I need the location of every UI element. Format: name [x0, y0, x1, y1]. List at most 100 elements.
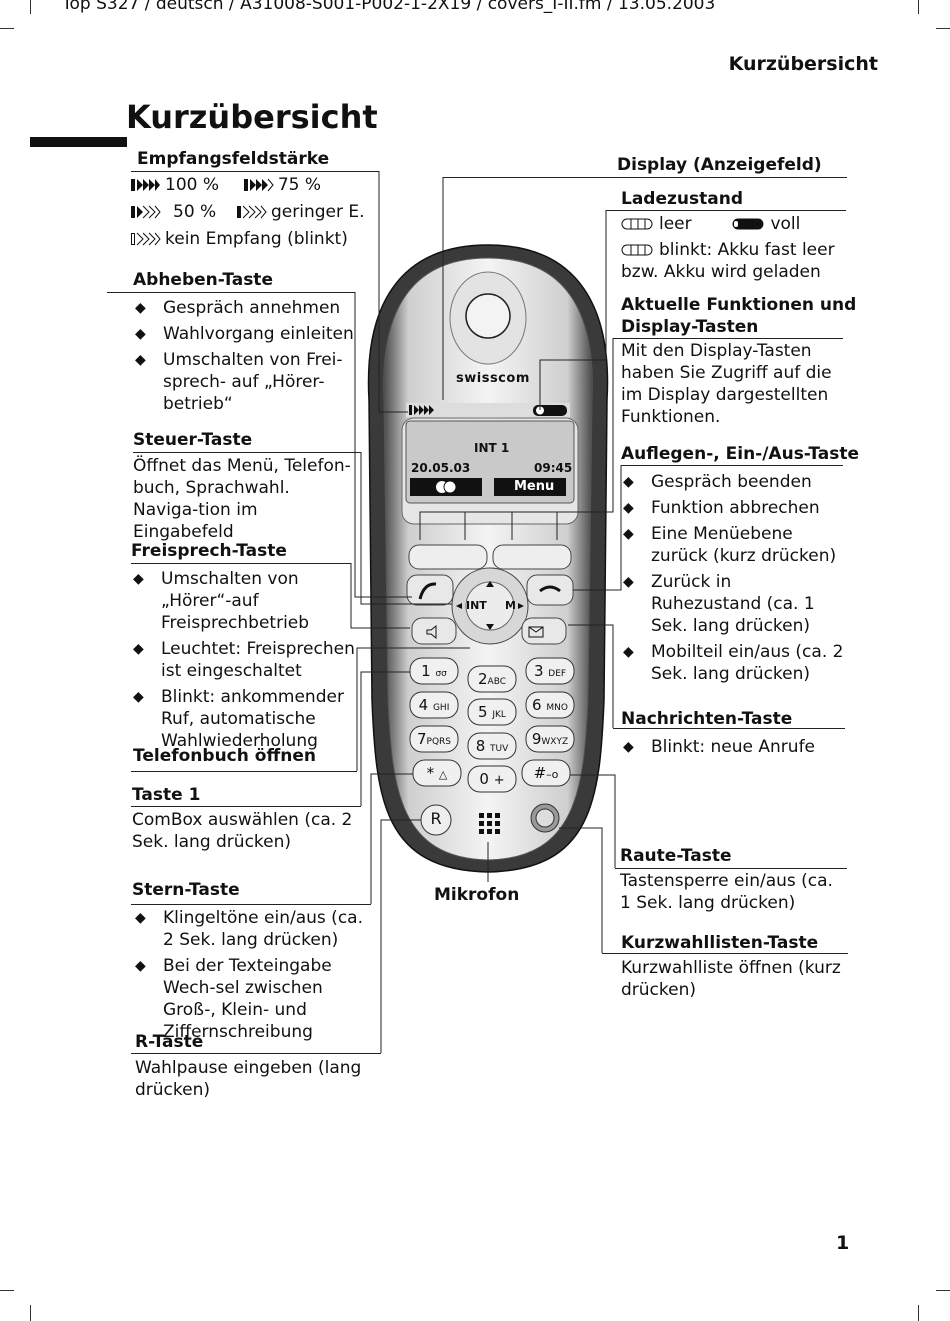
heading-line: Aktuelle Funktionen und	[621, 295, 857, 315]
heading-telefonbuch: Telefonbuch öffnen	[133, 746, 316, 766]
key-0[interactable]: 0 +	[468, 766, 516, 792]
signal-75-label: 75 %	[277, 175, 322, 195]
heading-auflegen-taste: Auflegen-, Ein-/Aus-Taste	[621, 444, 860, 464]
key-5[interactable]: 5 JKL	[468, 699, 516, 725]
key-letters: ABC	[487, 677, 506, 687]
heading-line: Display-Tasten	[621, 317, 759, 337]
key-digit: 2	[477, 670, 488, 688]
heading-nachrichten-taste: Nachrichten-Taste	[621, 709, 793, 729]
status-bar	[406, 403, 570, 417]
key-letters: σσ	[435, 669, 447, 679]
rule	[613, 728, 845, 729]
heading-aktuelle-funktionen: Aktuelle Funktionen und Display-Tasten	[621, 294, 856, 338]
mikrofon-label: Mikrofon	[434, 885, 520, 905]
key-letters: WXYZ	[541, 737, 569, 747]
key-letters: GHI	[432, 703, 450, 713]
display-date: 20.05.03	[411, 461, 471, 475]
display-line-1: INT 1	[474, 441, 510, 455]
signal-low-icon	[237, 205, 267, 219]
signal-50-label: 50 %	[173, 202, 217, 222]
key-1[interactable]: 1 σσ	[410, 658, 458, 684]
key-star[interactable]: * △	[413, 760, 461, 786]
bell-icon: △	[438, 768, 448, 781]
display-key-right	[492, 544, 572, 570]
key-digit: #	[533, 764, 547, 782]
message-key	[521, 617, 567, 645]
crop-mark	[918, 0, 919, 14]
list-item: Klingeltöne ein/aus (ca. 2 Sek. lang drü…	[133, 907, 379, 951]
rule	[131, 806, 361, 807]
kurzwahl-text: Kurzwahlliste öffnen (kurz drücken)	[621, 958, 841, 1000]
key-digit: 6	[532, 696, 542, 714]
heading-abheben-taste: Abheben-Taste	[133, 270, 273, 290]
key-digit: *	[426, 764, 435, 782]
steuer-text: Öffnet das Menü, Telefon-buch, Sprachwah…	[133, 456, 351, 542]
crop-mark	[918, 1305, 919, 1321]
stern-list: Klingeltöne ein/aus (ca. 2 Sek. lang drü…	[133, 907, 379, 1047]
lock-icon: –o	[546, 768, 559, 781]
rule	[131, 904, 371, 905]
list-item: Umschalten von Frei-sprech- auf „Hörer-b…	[133, 349, 355, 415]
list-item: Leuchtet: Freisprechen ist eingeschaltet	[131, 638, 356, 682]
signal-50-icon	[131, 205, 161, 219]
rule	[615, 868, 847, 869]
talk-key	[406, 574, 454, 606]
key-2[interactable]: 2ABC	[468, 666, 516, 692]
battery-empty-label: leer	[659, 214, 692, 234]
list-item: Funktion abbrechen	[621, 497, 846, 519]
battery-blink-text: blinkt: Akku fast leer bzw. Akku wird ge…	[621, 239, 841, 283]
display-key-left	[408, 544, 488, 570]
running-title: Kurzübersicht	[728, 53, 878, 75]
page-number: 1	[836, 1232, 850, 1254]
heading-ladezustand: Ladezustand	[621, 189, 743, 209]
heading-steuer-taste: Steuer-Taste	[133, 430, 253, 450]
crop-mark	[0, 1290, 14, 1291]
signal-none-icon	[131, 232, 161, 246]
list-item: Eine Menüebene zurück (kurz drücken)	[621, 523, 846, 567]
heading-r-taste: R-Taste	[135, 1032, 204, 1052]
battery-blink-label: blinkt: Akku fast leer bzw. Akku wird ge…	[621, 240, 835, 282]
callout-lines	[350, 171, 622, 1053]
rule	[107, 292, 355, 293]
key-letters: JKL	[492, 710, 506, 720]
list-item: Gespräch beenden	[621, 471, 846, 493]
rule	[606, 210, 846, 211]
list-item: Mobilteil ein/aus (ca. 2 Sek. lang drück…	[621, 641, 846, 685]
signal-75-icon	[243, 178, 274, 192]
rule	[133, 452, 361, 453]
end-key	[526, 574, 574, 606]
key-7[interactable]: 7PQRS	[410, 726, 458, 752]
key-digit: 1	[421, 662, 431, 680]
heading-kurzwahllisten-taste: Kurzwahllisten-Taste	[621, 933, 819, 953]
key-4[interactable]: 4 GHI	[410, 692, 458, 718]
r-key-label[interactable]: R	[430, 809, 442, 828]
heading-stern-taste: Stern-Taste	[132, 880, 240, 900]
key-9[interactable]: 9WXYZ	[526, 726, 574, 752]
key-letters: MNO	[546, 703, 568, 713]
key-8[interactable]: 8 TUV	[468, 733, 516, 759]
rule	[443, 177, 847, 178]
battery-full-icon	[732, 218, 764, 230]
key-digit: 3	[533, 662, 544, 680]
key-digit: 9	[531, 730, 542, 748]
key-hash[interactable]: #–o	[522, 760, 570, 786]
nav-ring	[451, 567, 529, 645]
earpiece-ring	[465, 293, 511, 339]
rtaste-text: Wahlpause eingeben (lang drücken)	[135, 1058, 362, 1100]
heading-raute-taste: Raute-Taste	[620, 846, 732, 866]
key-6[interactable]: 6 MNO	[526, 692, 574, 718]
file-meta-header: Top S327 / deutsch / A31008-S001-P002-1-…	[62, 0, 716, 14]
crop-mark	[936, 28, 950, 29]
heading-display: Display (Anzeigefeld)	[617, 155, 822, 175]
list-item: Gespräch annehmen	[133, 297, 355, 319]
heading-freisprech-taste: Freisprech-Taste	[131, 541, 287, 561]
key-letters: +	[493, 773, 505, 788]
signal-100-label: 100 %	[165, 175, 220, 195]
display-time: 09:45	[534, 461, 573, 475]
display-softkey-menu: Menu	[514, 479, 555, 494]
taste1-text: ComBox auswählen (ca. 2 Sek. lang drücke…	[132, 810, 353, 852]
key-digit: 4	[418, 696, 429, 714]
nav-int-label: INT	[466, 599, 487, 612]
key-digit: 0	[479, 770, 489, 788]
key-3[interactable]: 3 DEF	[526, 658, 574, 684]
